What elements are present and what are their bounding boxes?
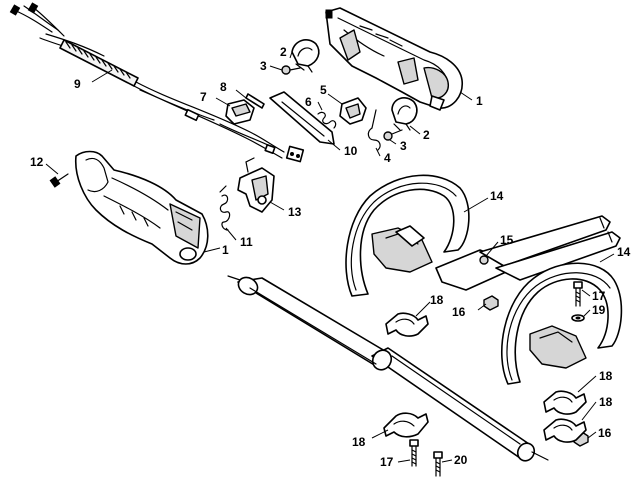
clamp-part-18-b xyxy=(543,390,587,415)
trigger-part-6 xyxy=(237,157,275,213)
lever-part-8 xyxy=(269,91,335,145)
throttle-cable-part-13 xyxy=(9,2,305,163)
callout-labels: 9 2 3 8 7 6 5 1 2 3 4 10 12 13 11 1 14 1… xyxy=(30,45,631,469)
callout-15: 15 xyxy=(500,233,514,247)
callout-17-lower: 17 xyxy=(380,455,394,469)
callout-6: 13 xyxy=(288,205,302,219)
screw-part-3-upper xyxy=(281,65,301,75)
leader-lines xyxy=(45,51,615,463)
clamp-part-18-c xyxy=(543,418,587,443)
callout-8: 10 xyxy=(344,144,358,158)
switch-part-10 xyxy=(225,99,255,125)
handle-housing-part-1 xyxy=(74,150,209,265)
callout-12: 12 xyxy=(30,155,44,169)
drive-tube xyxy=(227,275,549,462)
connector-bar-part-15 xyxy=(435,215,621,291)
callout-16-lower: 16 xyxy=(598,426,612,440)
callout-5: 5 xyxy=(320,83,327,97)
loop-handle-part-14-right xyxy=(501,262,623,385)
callout-4: 4 xyxy=(384,151,391,165)
block-part-5 xyxy=(339,97,367,125)
callout-14-left: 14 xyxy=(490,189,504,203)
callout-19: 19 xyxy=(592,303,606,317)
clamp-part-2-upper xyxy=(291,39,320,73)
slider-part-11 xyxy=(245,93,265,109)
bolt-part-17-lower xyxy=(409,439,419,467)
callout-2-upper: 2 xyxy=(280,45,287,59)
callout-18-d: 18 xyxy=(352,435,366,449)
nut-part-16-upper xyxy=(483,295,499,311)
callout-17-upper: 17 xyxy=(592,289,606,303)
callout-11: 8 xyxy=(220,80,227,94)
callout-20: 20 xyxy=(454,453,468,467)
callout-1-left: 1 xyxy=(222,243,229,257)
callout-18-b: 18 xyxy=(599,369,613,383)
clamp-part-2-lower xyxy=(391,97,418,131)
spring-part-9 xyxy=(317,111,337,129)
callout-2-lower: 2 xyxy=(423,128,430,142)
callout-1-right: 1 xyxy=(476,94,483,108)
callout-13: 9 xyxy=(74,77,81,91)
callout-3-lower: 3 xyxy=(400,139,407,153)
spring-part-7 xyxy=(219,185,231,231)
screw-part-12 xyxy=(49,173,69,188)
wire-clip-part-4 xyxy=(367,109,381,151)
bolt-part-17-upper xyxy=(573,281,583,307)
callout-7: 11 xyxy=(240,235,253,249)
callout-9: 6 xyxy=(305,95,312,109)
callout-14-right: 14 xyxy=(617,245,631,259)
bolt-part-20 xyxy=(433,451,443,477)
callout-3-upper: 3 xyxy=(260,59,267,73)
screw-part-3-lower xyxy=(383,129,403,141)
clamp-part-18-d xyxy=(383,412,429,438)
callout-16-upper: 16 xyxy=(452,305,466,319)
callout-18-a: 18 xyxy=(430,293,444,307)
callout-10: 7 xyxy=(200,90,207,104)
handle-cover-part-1 xyxy=(325,7,463,111)
washer-part-19 xyxy=(571,314,585,322)
loop-handle-part-14-left xyxy=(345,174,470,297)
callout-18-c: 18 xyxy=(599,395,613,409)
clamp-part-18-a xyxy=(385,312,429,337)
